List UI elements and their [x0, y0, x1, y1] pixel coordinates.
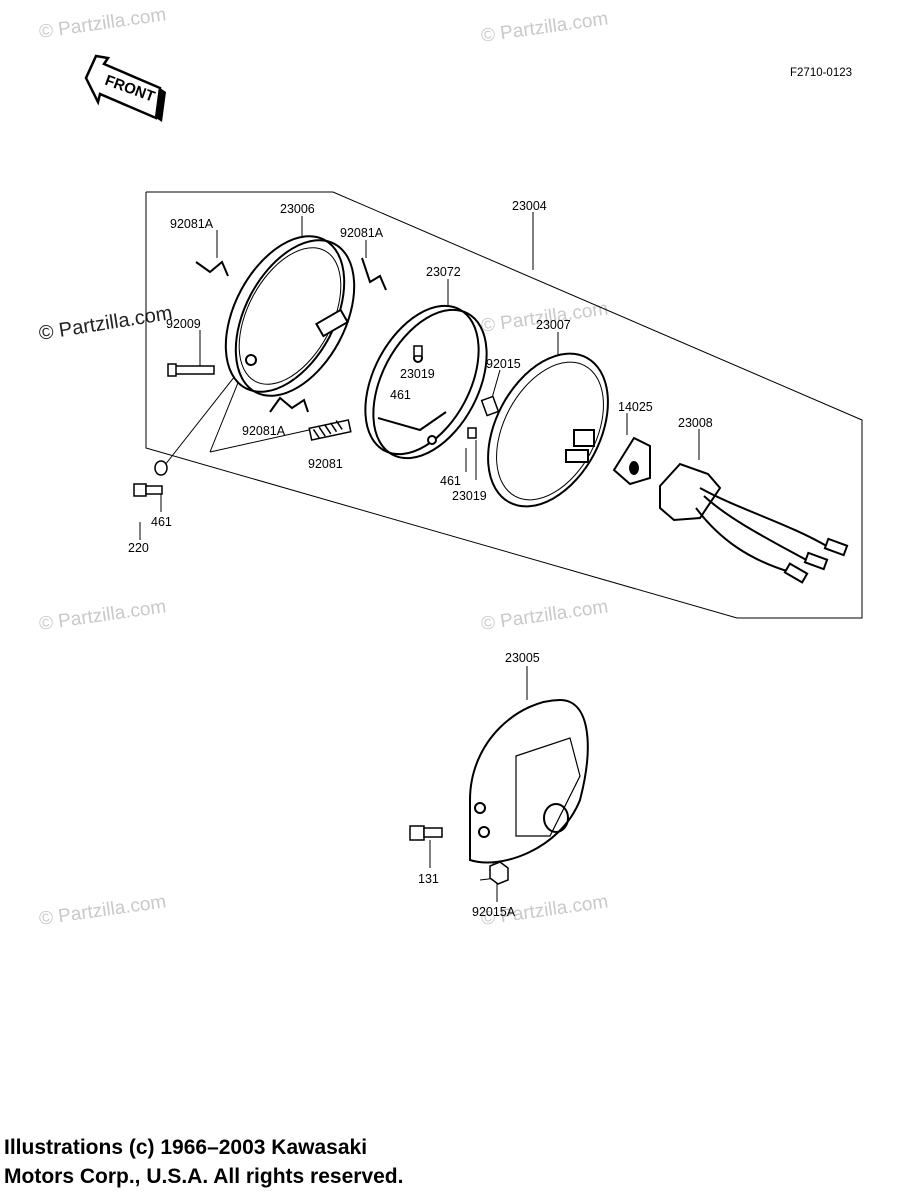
front-arrow-icon: FRONT [84, 54, 166, 122]
part-number: 23008 [678, 416, 713, 430]
washer-icon [154, 460, 168, 476]
sealed-beam-unit [487, 352, 609, 508]
part-number: 23019 [400, 367, 435, 381]
screw-icon [167, 363, 215, 377]
part-number: 92015A [472, 905, 516, 919]
part-number: 92009 [166, 317, 201, 331]
part-number: 23019 [452, 489, 487, 503]
spring-icon [308, 419, 352, 441]
nut-icon [489, 861, 509, 885]
socket-icon [659, 462, 849, 584]
part-number: 92015 [486, 357, 521, 371]
screw-icon [413, 345, 477, 439]
bolt-icon [133, 483, 163, 497]
watermark-dark: © Partzilla.com [37, 302, 174, 345]
bolt-icon [409, 825, 443, 841]
part-number: 220 [128, 541, 149, 555]
copyright-line: Motors Corp., U.S.A. All rights reserved… [4, 1165, 404, 1188]
headlight-housing [469, 698, 589, 864]
assembly-boundary [145, 191, 863, 619]
part-number: 92081A [340, 226, 384, 240]
watermark: © Partzilla.com [480, 596, 610, 635]
copyright-notice: Illustrations (c) 1966–2003 Kawasaki Mot… [4, 1133, 884, 1191]
part-number: 92081A [170, 217, 214, 231]
diagram-code: F2710-0123 [790, 67, 852, 79]
part-number: 131 [418, 872, 439, 886]
watermark: © Partzilla.com [480, 8, 610, 47]
part-number: 23005 [505, 651, 540, 665]
part-number: 14025 [618, 400, 653, 414]
mounting-shell [364, 304, 488, 460]
watermark: © Partzilla.com [38, 596, 168, 635]
headlight-rim [224, 235, 356, 397]
part-number: 23004 [512, 199, 547, 213]
part-number: 461 [151, 515, 172, 529]
watermark: © Partzilla.com [38, 891, 168, 930]
part-number: 23072 [426, 265, 461, 279]
callout-labels: 23006 23004 92081A 92081A 23072 92009 23… [128, 199, 713, 919]
part-number: 461 [390, 388, 411, 402]
watermark: © Partzilla.com [38, 4, 168, 43]
part-number: 92081A [242, 424, 286, 438]
part-number: 23007 [536, 318, 571, 332]
part-number: 461 [440, 474, 461, 488]
part-number: 92081 [308, 457, 343, 471]
cover-icon [612, 436, 651, 486]
clip-icon [195, 257, 387, 413]
adjuster-icon [480, 395, 500, 417]
copyright-line: Illustrations (c) 1966–2003 Kawasaki [4, 1136, 368, 1159]
part-number: 23006 [280, 202, 315, 216]
